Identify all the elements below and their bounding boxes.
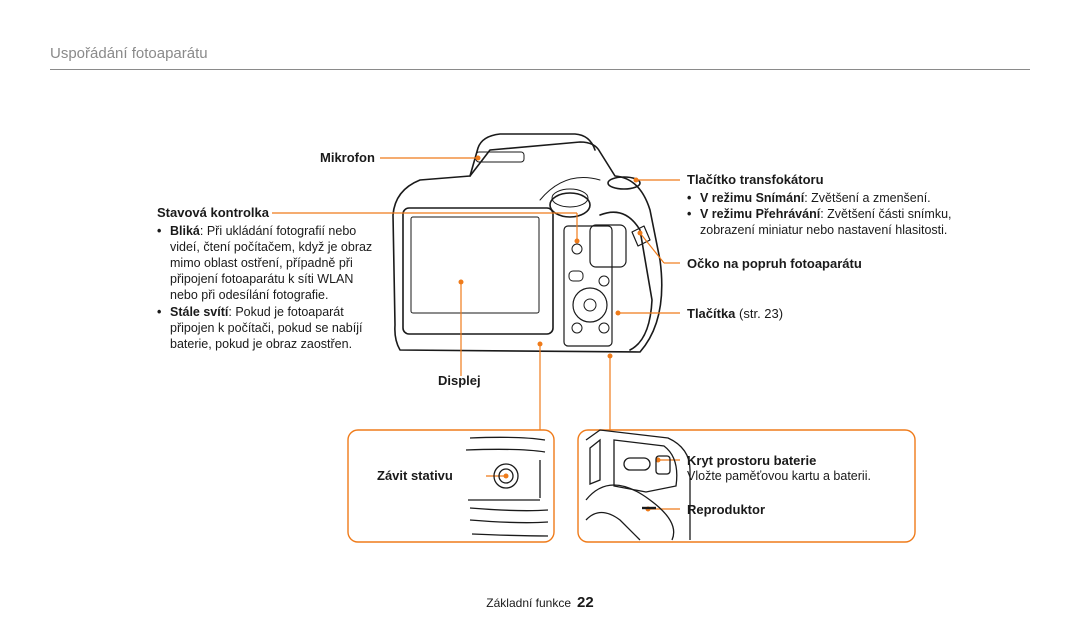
mic-grille bbox=[475, 151, 525, 163]
play-button bbox=[598, 275, 610, 287]
status-lamp-title: Stavová kontrolka bbox=[157, 205, 269, 220]
label-strap: Očko na popruh fotoaparátu bbox=[687, 256, 862, 271]
footer-chapter: Základní funkce bbox=[486, 596, 572, 610]
battery-latch bbox=[623, 457, 651, 471]
label-display: Displej bbox=[438, 373, 481, 388]
button-panel-outline bbox=[563, 225, 613, 347]
zoom-item: V režimu Snímání: Zvětšení a zmenšení. bbox=[687, 190, 957, 206]
camera-body-outline bbox=[392, 141, 663, 353]
zoom-callout: Tlačítko transfokátoru V režimu Snímání:… bbox=[687, 172, 957, 238]
strap-lug bbox=[631, 225, 651, 247]
label-buttons: Tlačítka (str. 23) bbox=[687, 306, 784, 321]
label-speaker: Reproduktor bbox=[687, 502, 765, 517]
mode-dial-top bbox=[551, 188, 589, 208]
grip-outline bbox=[599, 211, 653, 351]
header-divider bbox=[50, 69, 1030, 70]
battery-title: Kryt prostoru baterie bbox=[687, 453, 817, 468]
evf-outline bbox=[589, 224, 627, 268]
tripod-detail-box bbox=[347, 429, 555, 543]
zoom-title: Tlačítko transfokátoru bbox=[687, 172, 824, 187]
battery-text: Vložte paměťovou kartu a baterii. bbox=[687, 469, 871, 483]
display-frame bbox=[402, 207, 554, 335]
battery-detail-box bbox=[577, 429, 916, 543]
status-lamp-item: Bliká: Při ukládání fotografií nebo vide… bbox=[157, 223, 377, 303]
section-title: Uspořádání fotoaparátu bbox=[50, 45, 208, 62]
flash-hump-outline bbox=[469, 133, 596, 177]
label-tripod: Závit stativu bbox=[377, 468, 453, 483]
menu-button bbox=[568, 270, 584, 282]
label-mikrofon: Mikrofon bbox=[320, 150, 375, 165]
delete-button bbox=[598, 322, 610, 334]
func-button bbox=[571, 322, 583, 334]
status-lamp-callout: Stavová kontrolka Bliká: Při ukládání fo… bbox=[157, 205, 377, 352]
display-screen bbox=[410, 216, 540, 314]
shutter-button bbox=[607, 176, 641, 190]
tripod-socket bbox=[493, 463, 519, 489]
status-lamp-item: Stále svítí: Pokud je fotoaparát připoje… bbox=[157, 304, 377, 352]
page-footer: Základní funkce 22 bbox=[0, 594, 1080, 611]
zoom-item: V režimu Přehrávání: Zvětšení části sním… bbox=[687, 206, 957, 238]
mode-dial bbox=[549, 192, 591, 218]
page-number: 22 bbox=[577, 594, 594, 611]
nav-pad bbox=[572, 287, 608, 323]
battery-callout: Kryt prostoru baterie Vložte paměťovou k… bbox=[687, 453, 907, 484]
lens-hint bbox=[539, 177, 601, 201]
rec-button bbox=[571, 243, 583, 255]
ok-button bbox=[583, 298, 597, 312]
